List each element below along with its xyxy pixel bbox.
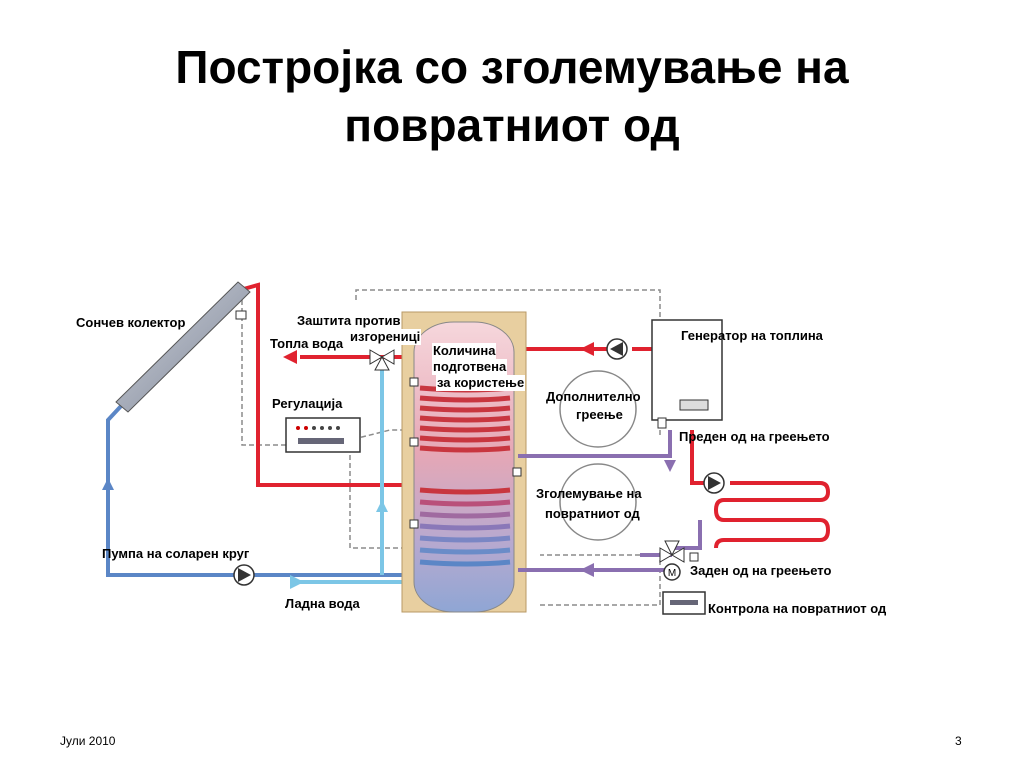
slide-title-line2: повратниот од — [344, 99, 680, 151]
cold-water-arrow — [290, 575, 304, 589]
label-scald-protection-2: изгорениці — [349, 329, 422, 345]
valve-icon — [369, 349, 395, 371]
flow-arrow-left-2 — [580, 563, 594, 577]
label-return-boost-1: Зголемување на — [536, 486, 642, 501]
label-solar-pump: Пумпа на соларен круг — [102, 546, 250, 561]
return-control-box — [662, 591, 706, 615]
valve-icon — [659, 540, 685, 563]
label-heat-generator: Генератор на топлина — [681, 328, 823, 343]
flow-arrow-up — [102, 478, 114, 490]
flow-arrow-up-2 — [376, 500, 388, 512]
motor-icon: M — [663, 563, 681, 581]
return-boost-circle — [559, 463, 637, 541]
label-scald-protection-1: Заштита против — [297, 313, 401, 328]
label-quantity-3: за користење — [436, 375, 526, 391]
additional-heating-circle — [559, 370, 637, 448]
label-hot-water: Топла вода — [270, 336, 344, 351]
label-return-control: Контрола на повратниот од — [708, 601, 887, 616]
label-heating-flow: Преден од на греењето — [679, 429, 830, 444]
label-return-boost-2: повратниот од — [545, 506, 640, 521]
lower-coil — [419, 487, 511, 567]
solar-flow-pipe — [239, 282, 412, 487]
sensor-icon — [689, 552, 699, 562]
hot-water-arrow — [283, 350, 297, 364]
label-heating-return: Заден од на греењето — [690, 563, 832, 578]
solar-return-pipe — [106, 403, 420, 577]
flow-arrow-down — [664, 460, 676, 472]
label-regulation: Регулација — [272, 396, 343, 411]
label-additional-1: Дополнително — [546, 389, 641, 404]
solar-collector — [115, 281, 251, 413]
label-quantity-2: подготвена — [432, 359, 508, 375]
page-number: 3 — [955, 734, 962, 748]
slide-title: Постројка со зголемување на повратниот о… — [0, 38, 1024, 154]
pump-icon — [703, 472, 725, 494]
label-quantity-1: Количина — [432, 343, 497, 359]
heat-generator — [651, 319, 723, 429]
label-additional-2: греење — [576, 407, 623, 422]
slide-title-line1: Постројка со зголемување на — [175, 41, 849, 93]
flow-arrow-left — [580, 342, 594, 356]
label-solar-collector: Сончев колектор — [76, 315, 186, 330]
svg-text:M: M — [668, 568, 676, 579]
regulation-box — [285, 417, 361, 453]
label-cold-water: Ладна вода — [285, 596, 360, 611]
pump-icon — [233, 564, 255, 586]
pump-icon — [606, 338, 628, 360]
footer-date: Јули 2010 — [60, 734, 116, 748]
